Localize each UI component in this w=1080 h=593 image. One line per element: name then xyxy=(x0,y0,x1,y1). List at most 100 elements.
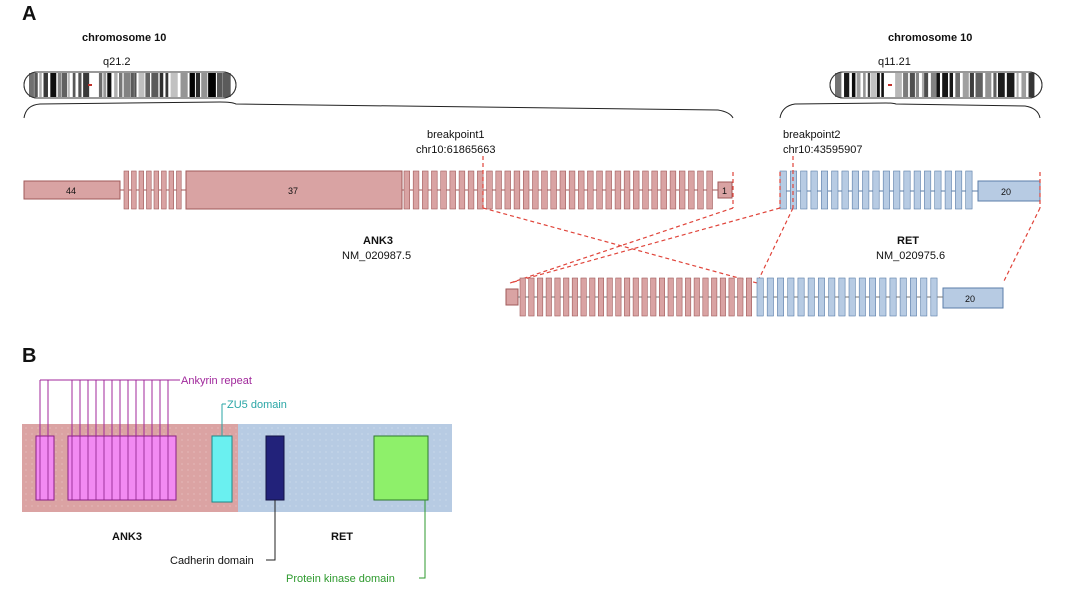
fusion-ank3-exon xyxy=(571,277,578,317)
ank3-small-exon xyxy=(131,170,137,210)
fusion-ret-exon xyxy=(777,277,785,317)
ank3-small-exon xyxy=(596,170,603,210)
chromosome-title-right: chromosome 10 xyxy=(888,32,972,44)
fusion-connector-lines xyxy=(482,156,1041,284)
ank3-small-exon xyxy=(669,170,677,210)
ret-small-exon xyxy=(789,170,797,210)
chromosome-ideogram-right xyxy=(829,71,1043,99)
ank3-small-exon xyxy=(651,170,658,210)
fusion-ret-exon xyxy=(869,277,877,317)
fusion-ank3-exon xyxy=(519,277,526,317)
ank3-small-exon xyxy=(161,170,167,210)
protein-schematic: Ankyrin repeat ZU5 domain Cadherin domai… xyxy=(22,375,452,585)
fusion-ank3-exon xyxy=(650,277,657,317)
zoom-bracket-right xyxy=(779,102,1041,119)
ret-small-exon xyxy=(965,170,973,210)
kinase-domain-label: Protein kinase domain xyxy=(286,573,395,585)
fusion-ret-exon xyxy=(756,277,764,317)
ank3-small-exon xyxy=(168,170,174,210)
ank3-small-exon xyxy=(532,170,539,210)
fusion-ret-exon xyxy=(920,277,928,317)
ret-small-exon xyxy=(955,170,963,210)
fusion-transcript-model: 20 xyxy=(505,277,1004,317)
ank3-small-exon xyxy=(559,170,566,210)
ank3-small-exon xyxy=(678,170,686,210)
fusion-ret-exon xyxy=(807,277,815,317)
cadherin-domain-box xyxy=(265,435,285,501)
ank3-small-exon xyxy=(623,170,631,210)
chromosome-band-left: q21.2 xyxy=(103,56,131,68)
fusion-ank3-exon xyxy=(580,277,587,317)
ank3-small-exon xyxy=(513,170,521,210)
ank3-small-exon xyxy=(568,170,576,210)
fusion-ank3-exon-1 xyxy=(505,288,519,306)
chromosome-title-left: chromosome 10 xyxy=(82,32,166,44)
fusion-ret-exon xyxy=(787,277,795,317)
fusion-ank3-exon xyxy=(719,277,726,317)
ret-exon-20-label: 20 xyxy=(1001,187,1011,197)
ret-small-exon xyxy=(841,170,849,210)
fusion-ret-exon xyxy=(899,277,907,317)
ank3-exon-1-label: 1 xyxy=(722,186,727,196)
ank3-transcript: NM_020987.5 xyxy=(342,250,411,262)
fusion-ret-exon xyxy=(766,277,774,317)
ank3-small-exon xyxy=(706,170,713,210)
ank3-small-exon xyxy=(440,170,447,210)
ank3-small-exon xyxy=(522,170,530,210)
panel-label-a: A xyxy=(22,3,36,25)
fusion-ank3-exon xyxy=(528,277,535,317)
fusion-ank3-exon xyxy=(658,277,665,317)
fusion-ret-exon xyxy=(817,277,825,317)
fusion-ret-exon xyxy=(930,277,938,317)
chromosome-band-right: q11.21 xyxy=(878,56,911,68)
ret-small-exon xyxy=(903,170,911,210)
ank3-small-exon xyxy=(495,170,502,210)
ret-gene-name: RET xyxy=(897,235,919,247)
fusion-ank3-exon xyxy=(641,277,648,317)
ret-small-exon xyxy=(893,170,901,210)
ank3-small-exon xyxy=(146,170,152,210)
fusion-ret-exon xyxy=(838,277,846,317)
zoom-bracket-left xyxy=(23,101,734,119)
fusion-ank3-exon xyxy=(554,277,561,317)
fusion-ank3-exon xyxy=(615,277,622,317)
fusion-ank3-exon xyxy=(597,277,604,317)
breakpoint1-coord: chr10:61865663 xyxy=(416,144,496,156)
ret-small-exon xyxy=(862,170,870,210)
fusion-ank3-exon xyxy=(711,277,718,317)
ret-small-exon xyxy=(924,170,932,210)
fusion-ank3-exon xyxy=(632,277,639,317)
fusion-ret-exon-20-label: 20 xyxy=(965,294,975,304)
ank3-small-exon xyxy=(688,170,695,210)
ret-small-exon xyxy=(913,170,921,210)
ank3-small-exon xyxy=(138,170,144,210)
breakpoint2-label: breakpoint2 xyxy=(783,129,841,141)
fusion-ank3-exon xyxy=(737,277,744,317)
fusion-ank3-exon xyxy=(589,277,596,317)
ank3-gene-model: 44 37 1 xyxy=(23,170,733,210)
fusion-ank3-exon xyxy=(728,277,735,317)
ank3-gene-name: ANK3 xyxy=(363,235,393,247)
zu5-domain-label: ZU5 domain xyxy=(227,399,287,411)
ank3-small-exon xyxy=(467,170,475,210)
ret-small-exon xyxy=(810,170,818,210)
ank3-small-exon xyxy=(176,170,182,210)
ank3-small-exon xyxy=(153,170,159,210)
ank3-exon-44-label: 44 xyxy=(66,186,76,196)
cadherin-domain-label: Cadherin domain xyxy=(170,555,254,567)
ank3-small-exon xyxy=(587,170,594,210)
fusion-ank3-exon xyxy=(563,277,570,317)
ret-gene-model: 20 xyxy=(779,170,1041,210)
fusion-ank3-exon xyxy=(667,277,674,317)
fusion-ret-exon xyxy=(889,277,897,317)
ankyrin-repeat-domains xyxy=(35,379,180,501)
fusion-ank3-exon xyxy=(745,277,752,317)
ret-small-exon xyxy=(851,170,859,210)
ret-small-exon xyxy=(944,170,952,210)
ank3-small-exon xyxy=(403,170,410,210)
fusion-ret-exon xyxy=(797,277,805,317)
fusion-ank3-exon xyxy=(702,277,709,317)
ank3-exon-37-label: 37 xyxy=(288,186,298,196)
ank3-small-exon xyxy=(486,170,493,210)
fusion-ank3-exon xyxy=(606,277,613,317)
